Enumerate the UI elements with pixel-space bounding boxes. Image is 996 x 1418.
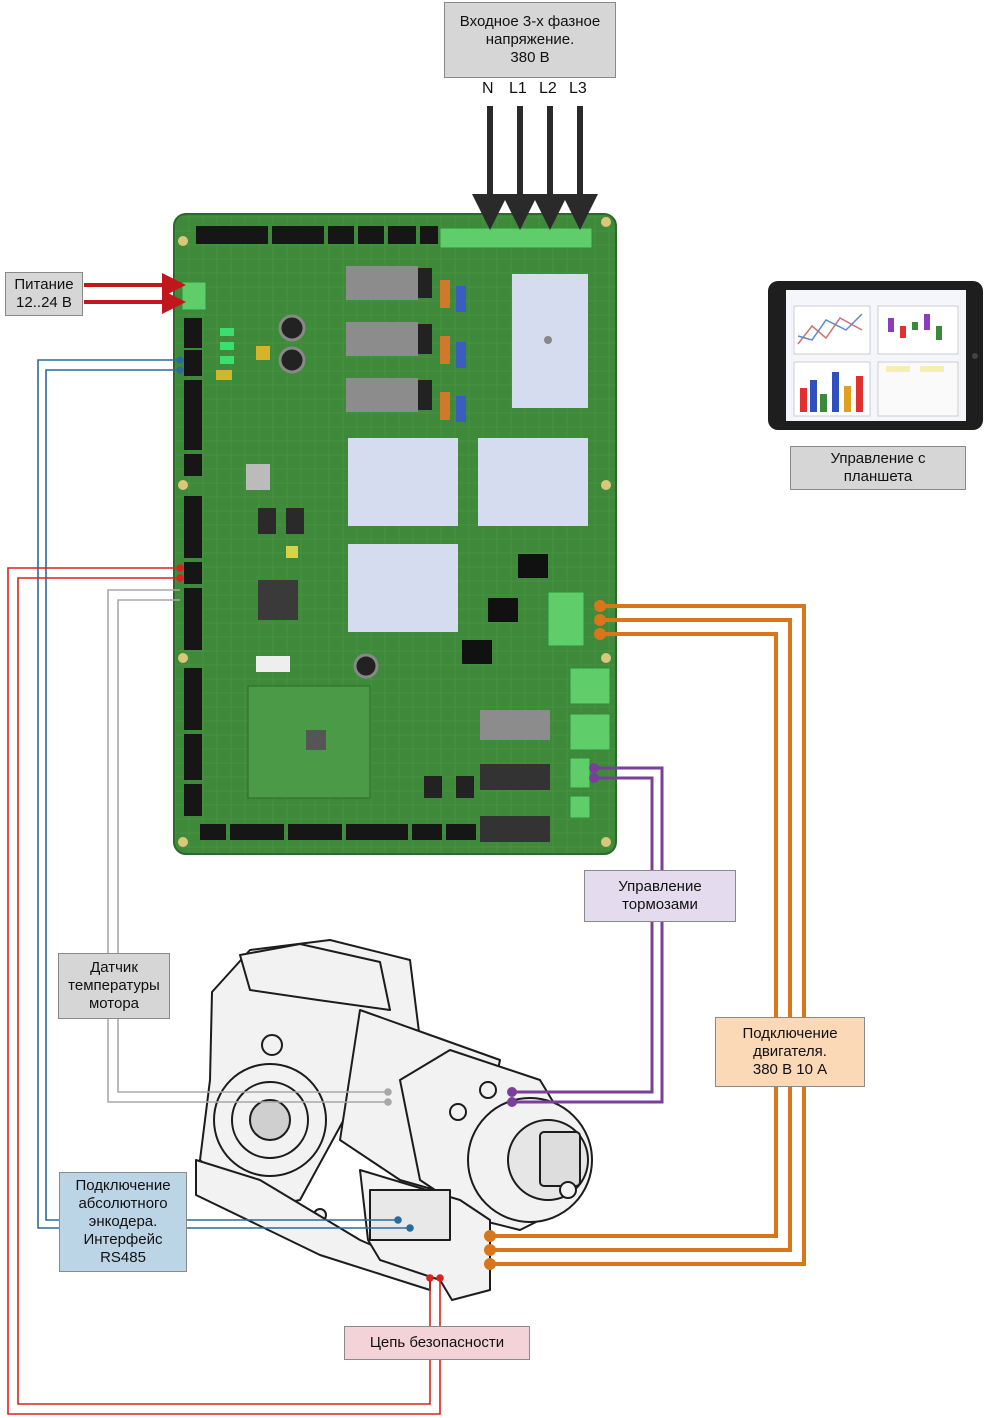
tablet-control-label: Управление с планшета — [790, 446, 966, 490]
safety-circuit-label: Цепь безопасности — [344, 1326, 530, 1360]
power-supply-label: Питание 12..24 В — [5, 272, 83, 316]
brake-wires — [507, 763, 664, 1107]
phase-label-n: N — [482, 80, 494, 97]
motor-temp-sensor-label: Датчик температуры мотора — [58, 953, 170, 1019]
encoder-wires — [37, 356, 414, 1232]
safety-wires — [7, 564, 444, 1415]
encoder-connection-label: Подключение абсолютного энкодера. Интерф… — [59, 1172, 187, 1272]
phase-arrows — [472, 106, 598, 230]
motor — [195, 939, 593, 1301]
temp-sensor-wires — [107, 589, 392, 1106]
brake-control-label: Управление тормозами — [584, 870, 736, 922]
tablet — [768, 281, 983, 430]
input-voltage-label: Входное 3-х фазное напряжение. 380 В — [444, 2, 616, 78]
motor-connection-label: Подключение двигателя. 380 В 10 А — [715, 1017, 865, 1087]
motor-wires — [484, 600, 806, 1270]
phase-label-l3: L3 — [569, 80, 587, 97]
power-arrows — [84, 273, 186, 314]
phase-label-l1: L1 — [509, 80, 527, 97]
controller-board — [173, 213, 617, 855]
phase-label-l2: L2 — [539, 80, 557, 97]
